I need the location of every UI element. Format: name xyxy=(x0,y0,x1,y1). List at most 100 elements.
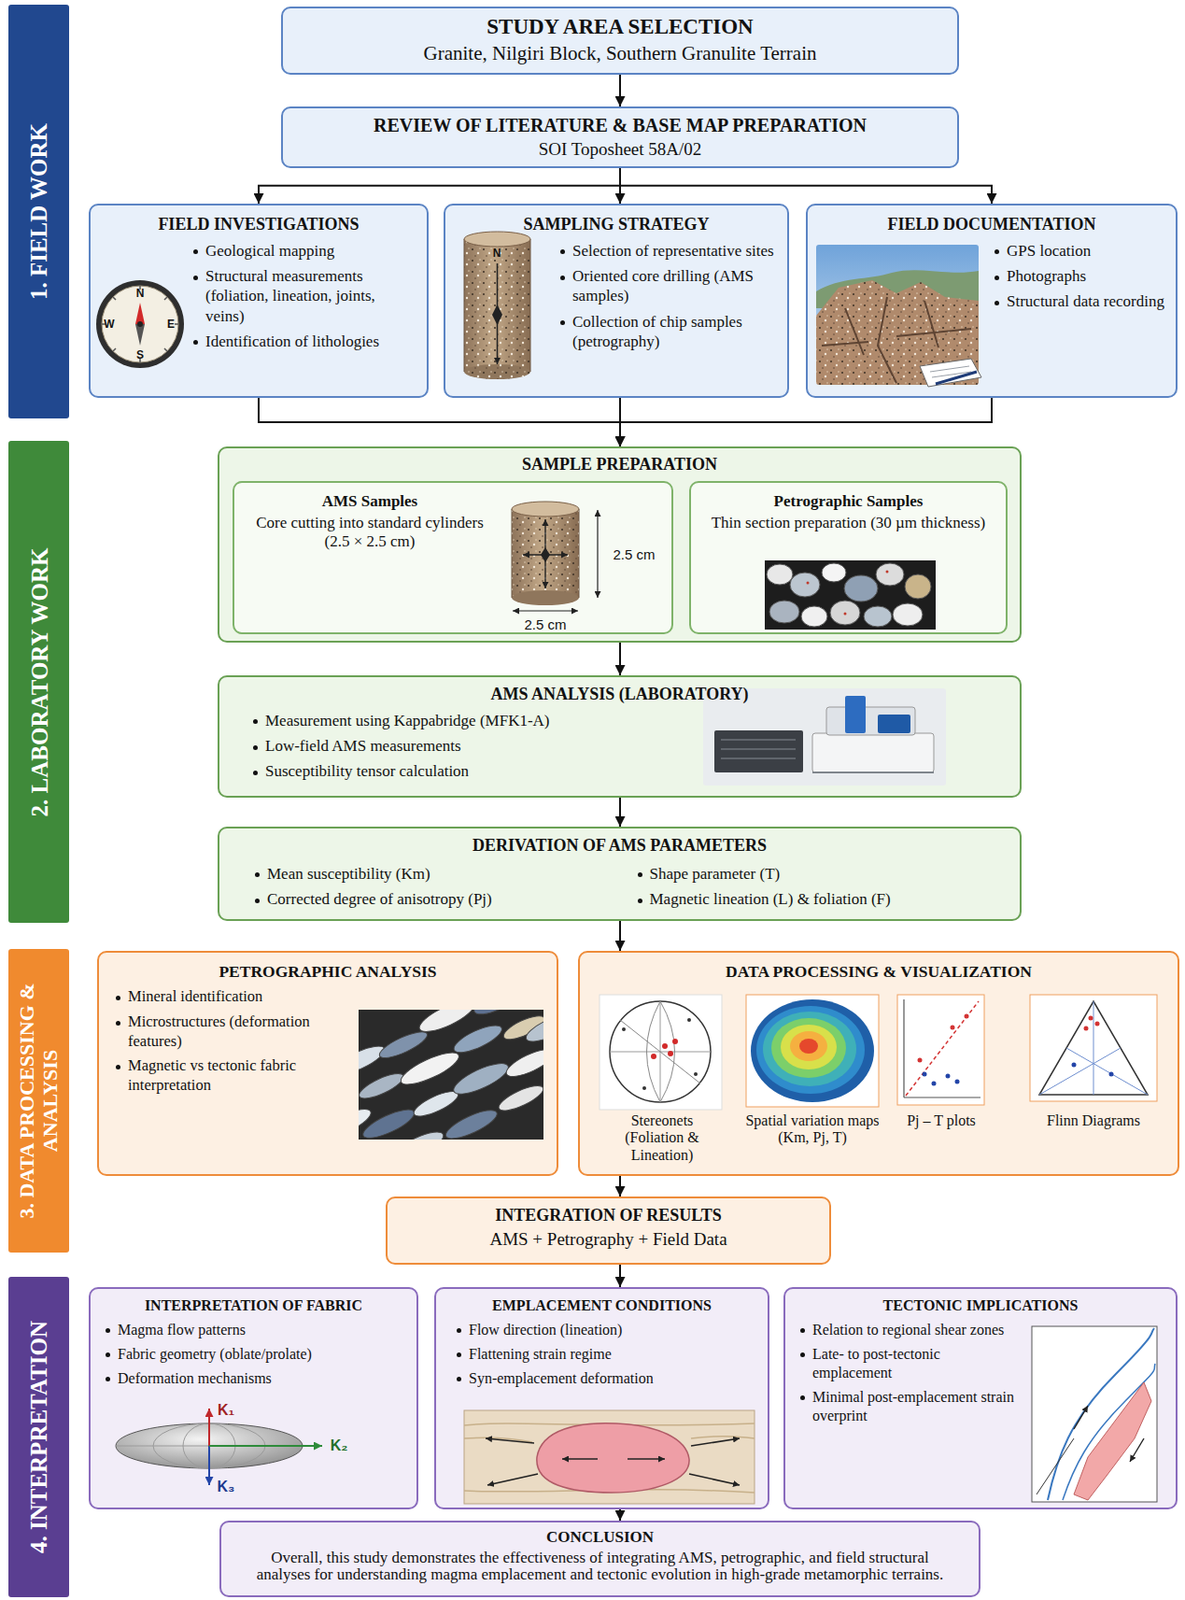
figure-label-holder: W xyxy=(103,318,114,330)
visualization-thumbnails-part xyxy=(750,999,875,1102)
micrograph-image-part-part-part xyxy=(358,1068,407,1102)
thumbnail-caption: Flinn Diagrams xyxy=(1040,1112,1148,1129)
box-heading: SAMPLING STRATEGY xyxy=(454,214,778,236)
visualization-thumbnails-part xyxy=(1072,1062,1077,1068)
shear-zone-map xyxy=(1029,1324,1159,1504)
pluton-block-figure-part-part xyxy=(487,1473,538,1485)
thin-section-image-part-part xyxy=(821,563,847,582)
box-body-text: Thin section preparation (30 µm thicknes… xyxy=(704,513,993,534)
process-box: SAMPLING STRATEGYSelection of representa… xyxy=(443,203,790,398)
process-box: INTEGRATION OF RESULTSAMS + Petrography … xyxy=(385,1196,832,1265)
visualization-thumbnails-part xyxy=(609,1001,711,1102)
box-heading: AMS Samples xyxy=(251,492,489,512)
process-box: Petrographic SamplesThin section prepara… xyxy=(689,480,1008,635)
bullet-text: Corrected degree of anisotropy (Pj) xyxy=(267,888,610,909)
bullet-dot xyxy=(456,1327,462,1333)
bullet-text: Geological mapping xyxy=(205,240,416,261)
caption-holder: Spatial variation maps (Km, Pj, T) xyxy=(742,1112,883,1147)
visualization-thumbnails-part xyxy=(922,1072,928,1077)
flow-arrow xyxy=(619,1509,621,1521)
bullet-dot xyxy=(115,1064,121,1070)
bullet-item: Structural measurements (foliation, line… xyxy=(193,266,416,326)
caption-holder: Pj – T plots xyxy=(897,1112,987,1129)
box-heading: FIELD DOCUMENTATION xyxy=(817,214,1167,236)
box-heading: Petrographic Samples xyxy=(700,492,997,512)
figure-label-holder: K₂ xyxy=(330,1438,349,1454)
visualization-thumbnails-part-part xyxy=(750,999,875,1102)
bullet-dot xyxy=(193,275,198,281)
core-sample-icon-part xyxy=(464,239,531,372)
pluton-block-figure-part xyxy=(485,1438,740,1485)
visualization-thumbnails-part xyxy=(662,1043,668,1049)
visualization-thumbnails-part xyxy=(950,1025,956,1030)
figure-label: N xyxy=(136,287,145,299)
micrograph-image-part-part-part xyxy=(396,1046,463,1091)
process-box: AMS SamplesCore cutting into standard cy… xyxy=(232,480,674,635)
box-heading: STUDY AREA SELECTION xyxy=(292,14,948,41)
process-box: INTERPRETATION OF FABRICMagma flow patte… xyxy=(88,1286,419,1510)
bullet-text: Structural measurements (foliation, line… xyxy=(205,266,416,326)
flow-arrow xyxy=(258,168,621,204)
micrograph-image-part-part-part xyxy=(442,1104,501,1140)
pluton-block-figure-part xyxy=(464,1423,755,1493)
bullet-text: Shape parameter (T) xyxy=(649,863,993,884)
bullet-list: Geological mappingStructural measurement… xyxy=(193,240,416,352)
micrograph-image-part-part-part xyxy=(410,1086,462,1121)
visualization-thumbnails-part xyxy=(931,1081,937,1087)
figure-label: K₂ xyxy=(330,1438,349,1454)
bullet-text: Mean susceptibility (Km) xyxy=(267,863,610,884)
band-label: 4. INTERPRETATION xyxy=(26,1320,53,1553)
micrograph-image-part-part-part xyxy=(415,1009,478,1038)
thin-section-image-part-part xyxy=(892,603,923,626)
figure-label: 2.5 cm xyxy=(612,547,655,562)
visualization-thumbnails-part xyxy=(687,1017,692,1022)
bullet-text: GPS location xyxy=(1006,240,1167,261)
ellipsoid-figure-part xyxy=(208,1408,211,1446)
compass-icon-part xyxy=(101,285,179,363)
flow-arrow xyxy=(619,797,621,827)
bullet-text: Fabric geometry (oblate/prolate) xyxy=(117,1344,404,1364)
cylinder-specimen-part xyxy=(511,508,579,598)
bullet-text: Photographs xyxy=(1006,266,1167,286)
visualization-thumbnails-part-part xyxy=(756,1005,865,1094)
bullet-item: Structural data recording xyxy=(994,291,1167,311)
thumbnail-caption: Stereonets (Foliation & Lineation) xyxy=(601,1112,723,1164)
shear-zone-map-part xyxy=(1031,1326,1157,1502)
bullet-text: Minimal post-emplacement strain overprin… xyxy=(812,1387,1016,1425)
flow-arrow xyxy=(619,74,621,107)
bullet-text: Flattening strain regime xyxy=(468,1344,755,1364)
bullet-dot xyxy=(254,872,260,877)
visualization-thumbnails-part xyxy=(897,994,985,1105)
bullet-item: Mineral identification xyxy=(115,987,340,1007)
bullet-text: Magma flow patterns xyxy=(117,1320,404,1340)
pluton-block-figure-part-part xyxy=(689,1473,740,1485)
figure-label-holder: N xyxy=(136,287,145,299)
visualization-thumbnails-part xyxy=(672,1038,678,1044)
visualization-thumbnails-part xyxy=(621,1027,626,1031)
thin-section-image-part-part xyxy=(766,564,793,585)
bullet-item: Flattening strain regime xyxy=(456,1344,755,1364)
visualization-thumbnails-part xyxy=(917,1058,923,1063)
box-heading: CONCLUSION xyxy=(230,1527,970,1548)
bullet-item: Low-field AMS measurements xyxy=(253,735,684,756)
bullet-list: Flow direction (lineation)Flattening str… xyxy=(456,1320,755,1388)
thin-section-image-part-part xyxy=(904,574,932,599)
visualization-thumbnails-part xyxy=(1088,1015,1094,1021)
band-label: 1. FIELD WORK xyxy=(26,123,53,300)
micrograph-image-part-part-part xyxy=(503,1043,544,1082)
micrograph-image-part-part-part xyxy=(495,1081,544,1115)
micrograph-image-part-part-part xyxy=(522,1009,544,1047)
bullet-list: Magma flow patternsFabric geometry (obla… xyxy=(105,1320,404,1388)
visualization-thumbnails-part xyxy=(903,999,981,1098)
process-box: FIELD DOCUMENTATION GPS locationPhotograp… xyxy=(805,203,1178,398)
visualization-thumbnails-part xyxy=(620,1001,701,1102)
bullet-item: Relation to regional shear zones xyxy=(800,1320,1016,1340)
visualization-thumbnails-part xyxy=(746,994,879,1107)
bullet-text: Measurement using Kappabridge (MFK1-A) xyxy=(265,710,684,731)
ellipsoid-figure-part xyxy=(209,1444,323,1447)
bullet-dot xyxy=(560,249,565,254)
thin-section-image-part xyxy=(844,612,847,616)
bullet-item: Fabric geometry (oblate/prolate) xyxy=(105,1344,404,1364)
band-label: 3. DATA PROCESSING & ANALYSIS xyxy=(15,948,61,1253)
thin-section-image xyxy=(762,558,939,634)
